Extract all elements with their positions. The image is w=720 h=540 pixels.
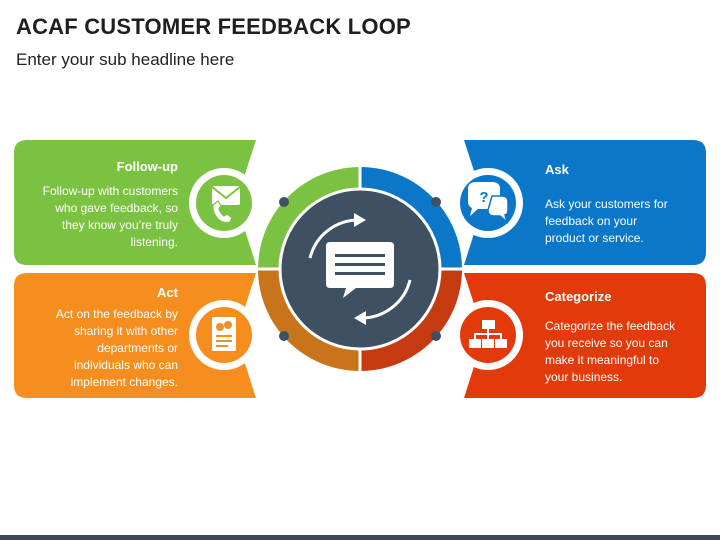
card-followup-text: Follow-up with customers who gave feedba… — [42, 184, 178, 249]
card-followup-title: Follow-up — [116, 159, 178, 174]
svg-text:?: ? — [479, 189, 488, 206]
connector-dots — [279, 197, 441, 341]
document-masks-icon — [212, 317, 236, 351]
card-act-title: Act — [157, 285, 178, 300]
card-ask-panel — [464, 140, 706, 265]
card-act-text: Act on the feedback by sharing it with o… — [55, 307, 178, 389]
page-title: ACAF CUSTOMER FEEDBACK LOOP — [16, 14, 411, 39]
org-chart-icon — [469, 320, 507, 348]
page-subtitle: Enter your sub headline here — [16, 50, 235, 69]
card-categorize-title: Categorize — [545, 289, 612, 304]
chat-cycle-icon — [308, 213, 412, 325]
card-followup-panel — [14, 140, 256, 265]
envelope-phone-icon — [211, 186, 241, 224]
card-categorize-panel — [464, 273, 706, 398]
card-act-panel — [14, 273, 256, 398]
card-categorize-text: Categorize the feedback you receive so y… — [545, 319, 676, 384]
card-ask-text: Ask your customers for feedback on your … — [545, 197, 668, 245]
card-ask-title: Ask — [545, 162, 569, 177]
footer-bar — [0, 535, 720, 540]
question-chat-icon: ? — [468, 182, 509, 225]
